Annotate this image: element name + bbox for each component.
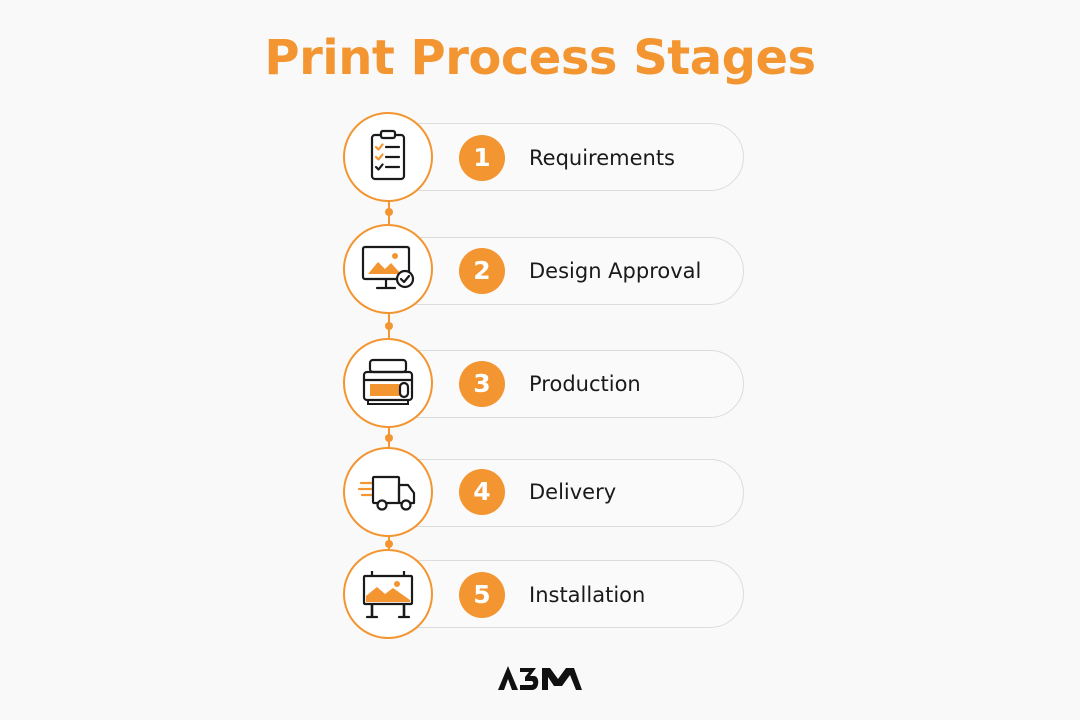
step-number-badge: 1 [459,135,505,181]
delivery-truck-icon [343,447,433,537]
a3m-logo [498,666,582,690]
stage-pill [380,350,744,418]
stage-label: Requirements [529,146,675,170]
stage-label: Design Approval [529,259,702,283]
connector-dot [385,208,393,216]
connector-dot [385,322,393,330]
billboard-icon [343,549,433,639]
stage-pill [380,237,744,305]
step-number-badge: 4 [459,469,505,515]
step-number-badge: 5 [459,572,505,618]
printer-icon [343,338,433,428]
clipboard-checklist-icon [343,112,433,202]
connector-dot [385,434,393,442]
stage-label: Delivery [529,480,617,504]
stage-pill [380,560,744,628]
stage-label: Production [529,372,641,396]
step-number-badge: 2 [459,248,505,294]
stage-pill [380,459,744,527]
step-number-badge: 3 [459,361,505,407]
stage-label: Installation [529,583,646,607]
monitor-image-check-icon [343,224,433,314]
stage-pill [380,123,744,191]
connector-dot [385,540,393,548]
page-title: Print Process Stages [264,30,816,86]
